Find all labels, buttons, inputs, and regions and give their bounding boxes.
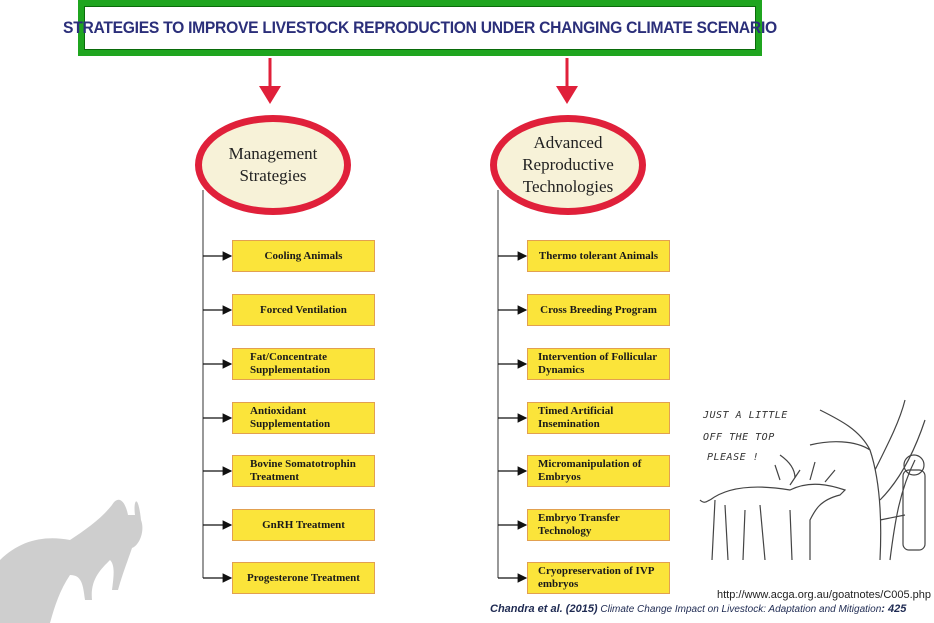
management-item-box: Antioxidant Supplementation <box>232 402 375 434</box>
advanced-heading-line2: Reproductive <box>522 155 614 174</box>
management-item-label: Progesterone Treatment <box>247 571 360 584</box>
advanced-item-label: Cross Breeding Program <box>540 303 657 316</box>
management-item-box: GnRH Treatment <box>232 509 375 541</box>
advanced-item-box: Thermo tolerant Animals <box>527 240 670 272</box>
diagram-title-box: STRATEGIES TO IMPROVE LIVESTOCK REPRODUC… <box>63 0 777 56</box>
citation-page: : 425 <box>881 603 907 615</box>
advanced-item-label: Micromanipulation of Embryos <box>538 458 642 483</box>
advanced-item-label: Intervention of Follicular Dynamics <box>538 351 657 376</box>
citation: Chandra et al. (2015) Climate Change Imp… <box>490 603 906 615</box>
management-item-label: Bovine Somatotrophin Treatment <box>250 458 356 483</box>
management-item-label: Forced Ventilation <box>260 303 347 316</box>
advanced-item-box: Timed Artificial Insemination <box>527 402 670 434</box>
advanced-item-label: Cryopreservation of IVP embryos <box>538 565 654 590</box>
management-item-box: Bovine Somatotrophin Treatment <box>232 455 375 487</box>
management-item-label: GnRH Treatment <box>262 518 345 531</box>
advanced-item-box: Cryopreservation of IVP embryos <box>527 562 670 594</box>
management-item-box: Forced Ventilation <box>232 294 375 326</box>
advanced-item-box: Micromanipulation of Embryos <box>527 455 670 487</box>
cartoon-caption-line3: PLEASE ! <box>707 452 760 463</box>
title-arrow-right <box>556 58 578 104</box>
goat-silhouette <box>0 499 143 623</box>
advanced-item-label: Embryo Transfer Technology <box>538 512 620 537</box>
advanced-item-box: Embryo Transfer Technology <box>527 509 670 541</box>
citation-work: Climate Change Impact on Livestock: Adap… <box>600 604 882 615</box>
advanced-heading-line3: Technologies <box>522 177 614 196</box>
advanced-item-box: Intervention of Follicular Dynamics <box>527 348 670 380</box>
cartoon-caption-line2: OFF THE TOP <box>703 432 775 443</box>
management-item-box: Cooling Animals <box>232 240 375 272</box>
cartoon-caption-line1: JUST A LITTLE <box>703 410 788 421</box>
advanced-item-label: Timed Artificial Insemination <box>538 405 614 430</box>
management-item-box: Progesterone Treatment <box>232 562 375 594</box>
management-heading-line2: Strategies <box>239 166 307 185</box>
management-heading-line1: Management <box>228 144 318 163</box>
advanced-item-label: Thermo tolerant Animals <box>538 249 659 262</box>
management-item-label: Antioxidant Supplementation <box>250 405 331 430</box>
title-arrow-left <box>259 58 281 104</box>
management-item-box: Fat/Concentrate Supplementation <box>232 348 375 380</box>
diagram-title: STRATEGIES TO IMPROVE LIVESTOCK REPRODUC… <box>63 18 777 37</box>
management-item-label: Cooling Animals <box>264 249 343 262</box>
advanced-heading-line1: Advanced <box>533 133 603 152</box>
citation-authors: Chandra et al. (2015) <box>490 603 598 615</box>
advanced-item-box: Cross Breeding Program <box>527 294 670 326</box>
goat-cartoon-illustration <box>699 399 926 561</box>
source-url: http://www.acga.org.au/goatnotes/C005.ph… <box>717 589 932 601</box>
management-item-label: Fat/Concentrate Supplementation <box>250 351 331 376</box>
